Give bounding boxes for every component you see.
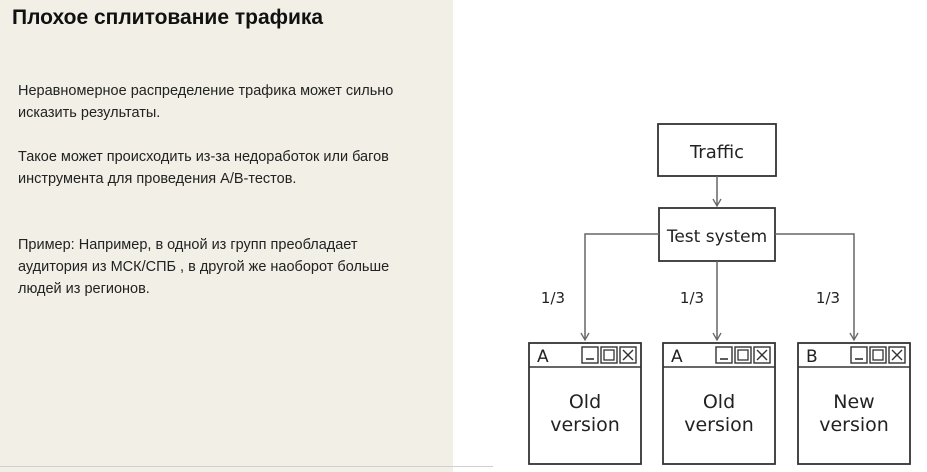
close-icon <box>753 346 771 364</box>
close-icon <box>888 346 906 364</box>
minimize-icon <box>581 346 599 364</box>
minimize-icon <box>850 346 868 364</box>
minimize-icon <box>715 346 733 364</box>
group-letter: A <box>537 347 549 367</box>
version-line2: version <box>819 414 889 436</box>
test-system-node: Test system <box>658 207 776 262</box>
ratio-label-3: 1/3 <box>816 289 840 307</box>
version-line2: version <box>550 414 620 436</box>
arrow-to-group-a1 <box>580 233 659 342</box>
paragraph-uneven-distribution: Неравномерное распределение трафика може… <box>18 83 394 121</box>
close-icon <box>619 346 637 364</box>
version-line2: version <box>684 414 754 436</box>
window-group-b: B New version <box>797 342 911 465</box>
group-letter: B <box>806 347 818 367</box>
traffic-split-diagram: Traffic Test system 1/3 1/3 1/3 A Old ve… <box>528 123 911 465</box>
maximize-icon <box>734 346 752 364</box>
slide-title: Плохое сплитование трафика <box>12 6 324 29</box>
ratio-label-1: 1/3 <box>541 289 565 307</box>
arrow-to-group-b <box>775 233 859 342</box>
maximize-icon <box>600 346 618 364</box>
divider <box>0 466 493 467</box>
window-group-a2: A Old version <box>662 342 776 465</box>
branch-connectors <box>580 233 859 342</box>
text-panel <box>0 0 453 472</box>
traffic-node: Traffic <box>657 123 777 177</box>
paragraph-tool-bugs: Такое может происходить из-за недоработо… <box>18 149 389 187</box>
test-system-label: Test system <box>666 227 767 247</box>
traffic-label: Traffic <box>689 142 744 163</box>
version-line1: New <box>833 391 874 413</box>
paragraph-example: Пример: Например, в одной из групп преоб… <box>18 237 390 297</box>
version-line1: Old <box>703 391 735 413</box>
window-group-a1: A Old version <box>528 342 642 465</box>
version-line1: Old <box>569 391 601 413</box>
maximize-icon <box>869 346 887 364</box>
group-letter: A <box>671 347 683 367</box>
ratio-label-2: 1/3 <box>680 289 704 307</box>
